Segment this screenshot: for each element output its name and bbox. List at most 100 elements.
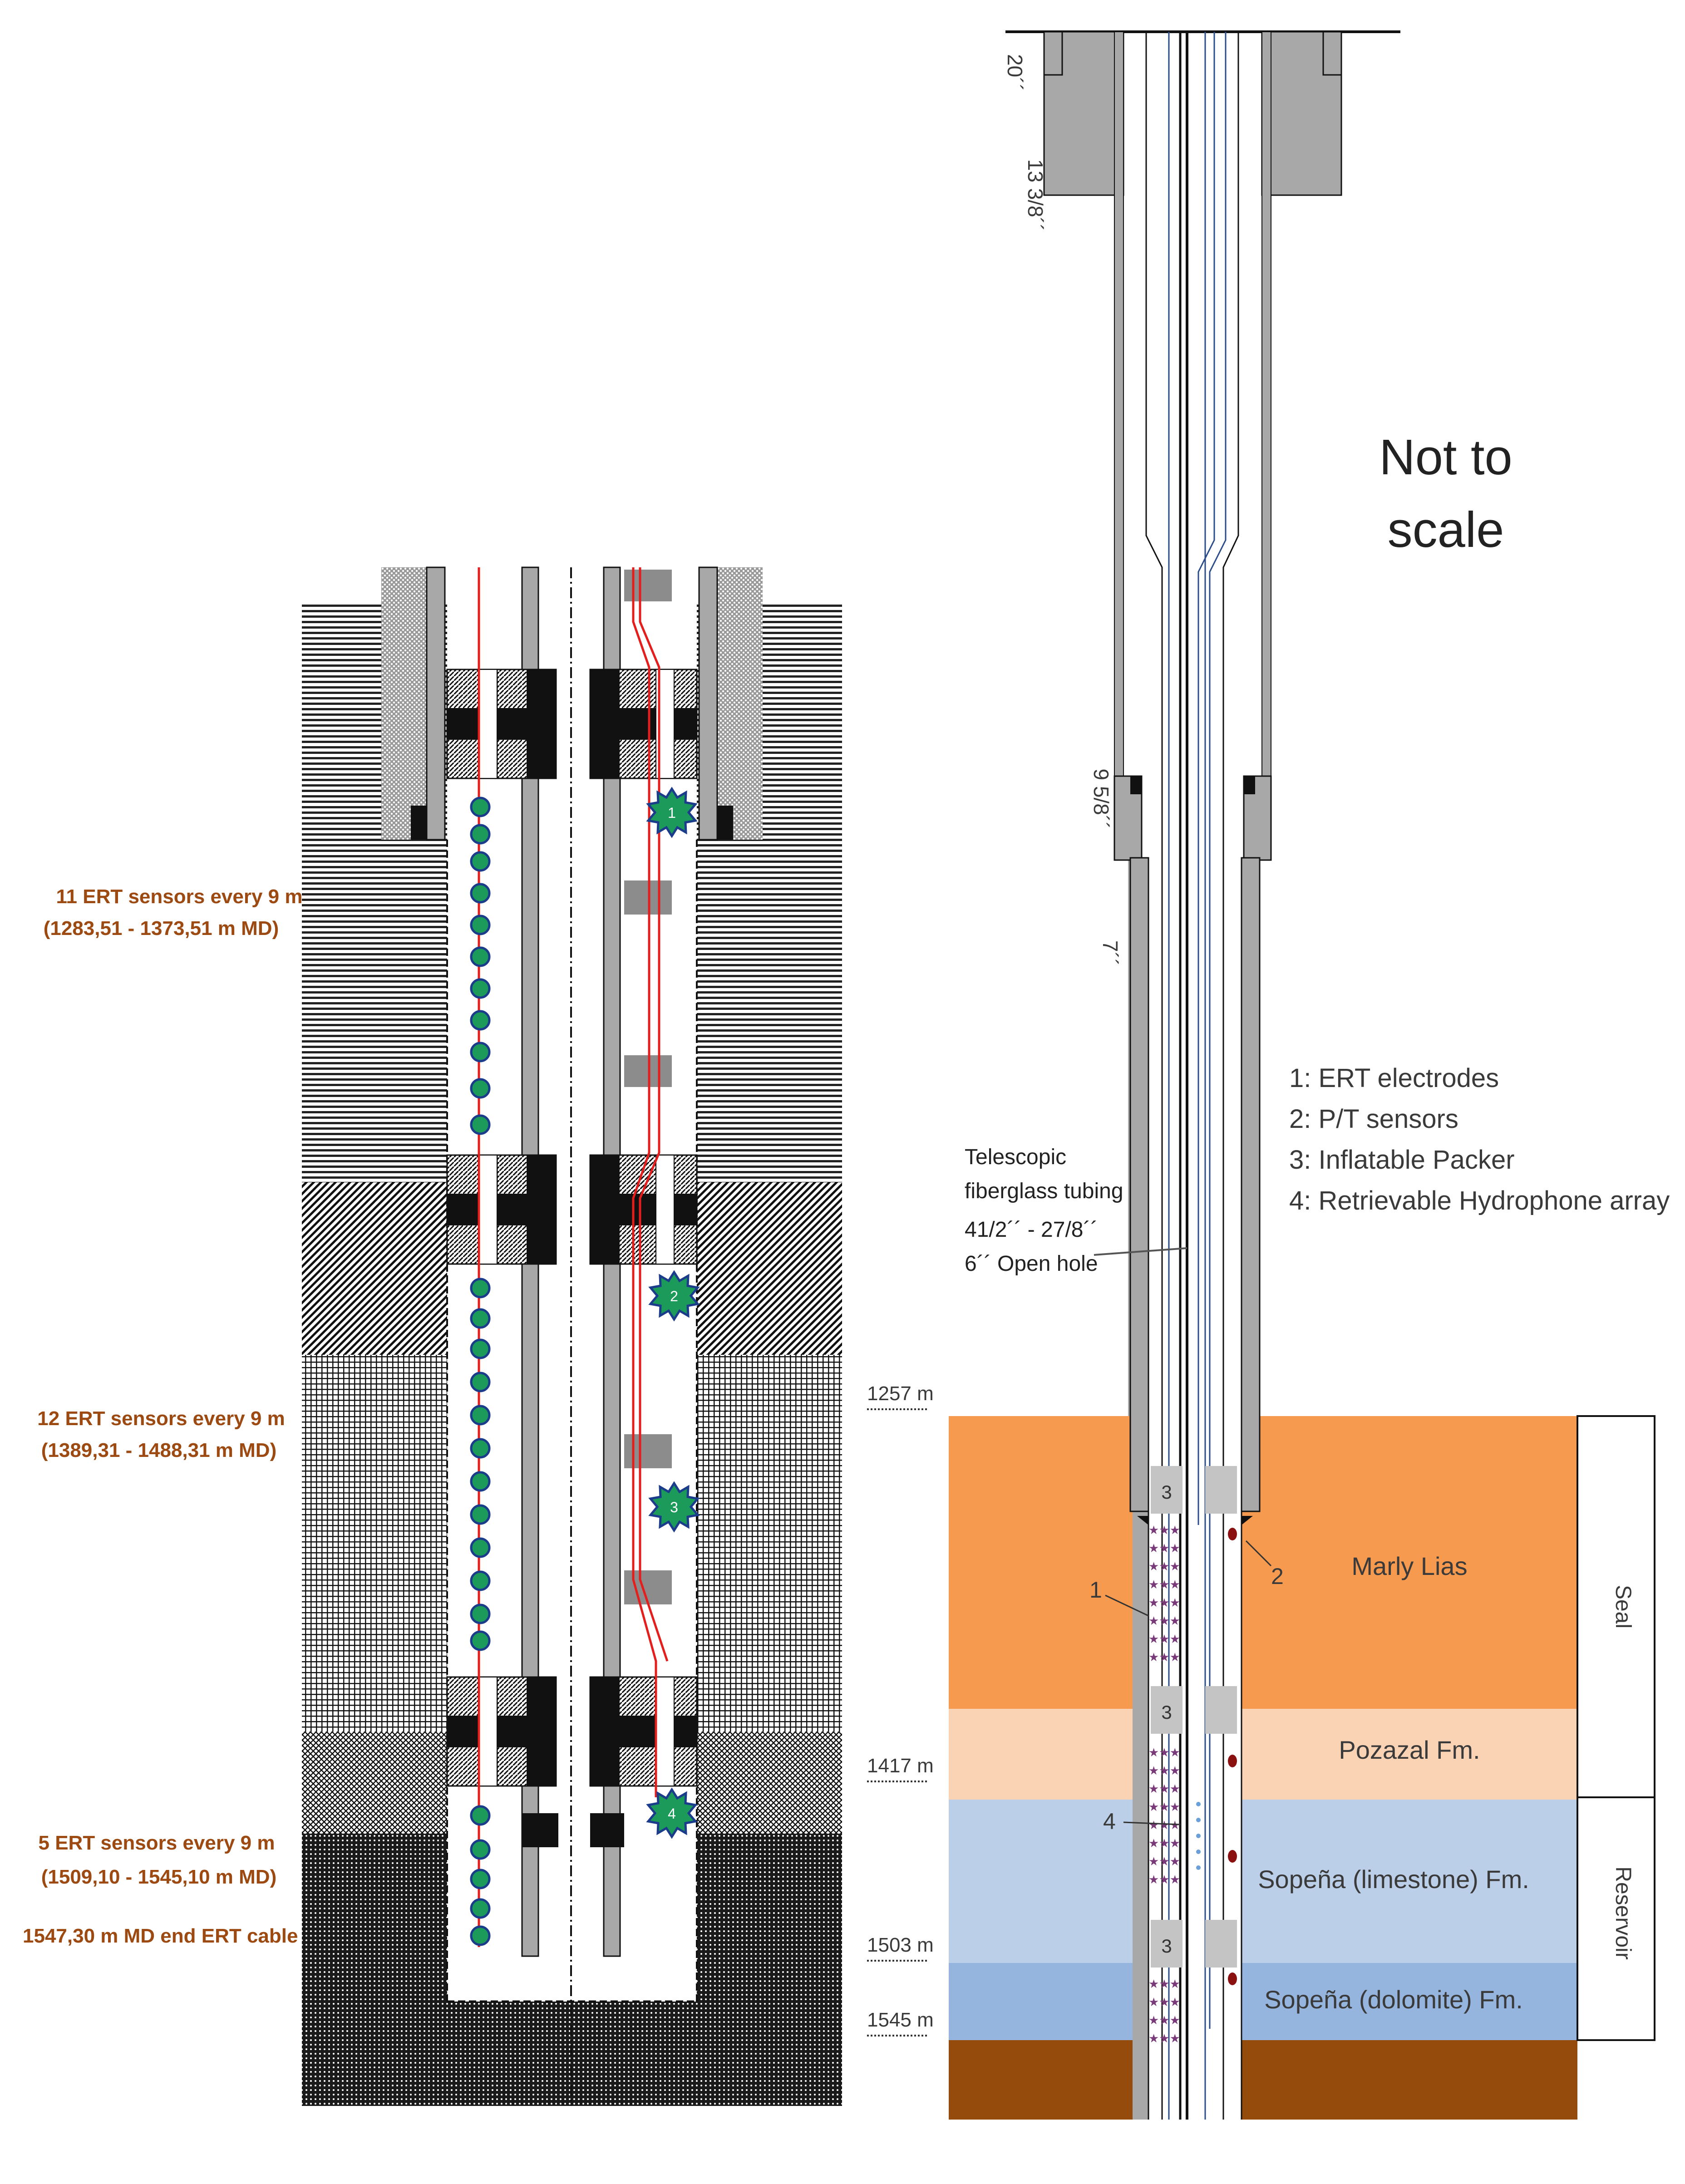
depth-label-1257: 1257 m [867,1382,934,1405]
hydrophone [1196,1865,1201,1870]
casing-label-13-3-8: 13 3/8´´ [1024,159,1047,231]
control-line [1197,32,1215,1525]
hydrophone-array [1196,1802,1201,1870]
ert-label-2-line2: (1389,31 - 1488,31 m MD) [41,1439,277,1461]
legend-item: 3: Inflatable Packer [1289,1145,1515,1175]
pt-sensor [1228,1972,1237,1985]
ert-sensor [470,946,491,967]
legend-item: 4: Retrievable Hydrophone array [1289,1186,1670,1215]
packer-2: 3 [1151,1686,1237,1734]
packer-3: 3 [1151,1920,1237,1968]
mid-casing-right [1261,31,1271,786]
casing-label-7: 7´´ [1099,940,1122,966]
not-to-scale-line1: Not to [1379,429,1512,485]
formation-layer-sopena-limestone [949,1800,1577,1963]
ert-electrode: ★★★ [1148,2013,1180,2027]
casing-label-9-5-8: 9 5/8´´ [1089,769,1113,829]
ert-sensor [470,1898,491,1919]
gauge-block [624,1434,672,1468]
ert-sensor [470,851,491,872]
ert-sensor [470,1405,491,1426]
marker-number: 1 [668,805,676,821]
ert-sensor [470,1078,491,1099]
casing-left [426,566,446,841]
ert-sensor-array-1 [470,797,491,1135]
ert-electrode: ★★★ [1148,1632,1180,1646]
ert-label-3-line1: 5 ERT sensors every 9 m [39,1832,275,1854]
gauge-block [624,1570,672,1604]
ert-electrode: ★★★ [1148,1523,1180,1537]
tubing-label-line: 41/2´´ - 27/8´´ [965,1218,1098,1242]
hydrophone [1196,1802,1201,1806]
ert-electrodes: ★★★ ★★★ ★★★ ★★★ ★★★ ★★★ ★★★ ★★★ ★★★ ★★★ … [1148,1523,1180,2045]
marker-2: 2 [648,1270,700,1322]
tubing-label-line: Telescopic [965,1145,1066,1169]
callout-line-2 [1245,1540,1272,1567]
ert-electrode: ★★★ [1148,1995,1180,2009]
bottom-block-left [522,1813,558,1847]
ert-electrode: ★★★ [1148,1559,1180,1573]
hydrophone [1196,1834,1201,1838]
ert-sensor-array-2 [470,1278,491,1651]
pt-sensors [1228,1528,1237,1985]
ert-sensor [470,1630,491,1651]
control-line-1 [632,567,657,1797]
ert-label-3-line2: (1509,10 - 1545,10 m MD) [41,1866,277,1888]
cement-right [717,567,763,840]
marker-3: 3 [648,1481,700,1533]
tubing-label-leader [1094,1247,1187,1256]
ert-electrode: ★★★ [1148,1541,1180,1555]
callout-2: 2 [1271,1564,1284,1589]
right-schematic: 3 3 3 ★★★ ★★★ ★★★ ★★★ ★★★ ★★★ ★★★ ★★★ ★★… [867,30,1670,2120]
not-to-scale-line2: scale [1388,502,1504,558]
ert-electrode: ★★★ [1148,1650,1180,1664]
callout-1: 1 [1089,1577,1102,1603]
hydrophone [1196,1850,1201,1854]
formation-layer-bottom [949,2040,1577,2120]
formation-name-marly-lias: Marly Lias [1351,1552,1467,1580]
tubing-label: Telescopic fiberglass tubing 41/2´´ - 27… [965,1145,1123,1276]
ert-sensor [470,883,491,904]
formation-layer-pozazal [949,1709,1577,1800]
depth-label-1545: 1545 m [867,2009,934,2031]
ert-sensor [470,1839,491,1860]
packer-label: 3 [1161,1935,1172,1957]
ert-sensor [470,824,491,845]
ert-electrode: ★★★ [1148,2032,1180,2045]
inner-casing-right [1241,857,1261,1512]
ert-electrode: ★★★ [1148,1596,1180,1609]
ert-sensor [470,797,491,817]
star-marker [648,1481,700,1533]
casing-shoe-left [411,806,427,840]
gauge-block [624,570,672,601]
star-marker [646,787,698,838]
ert-electrode: ★★★ [1148,1800,1180,1814]
marker-number: 3 [670,1499,678,1515]
casing-label-20: 20´´ [1003,54,1027,91]
ert-electrode: ★★★ [1148,1578,1180,1591]
marker-number: 2 [670,1288,678,1304]
callout-line-1 [1105,1594,1149,1617]
ert-labels: 11 ERT sensors every 9 m (1283,51 - 1373… [23,885,303,1947]
casing-right [698,566,718,841]
formation-layer-marly-lias [949,1416,1577,1709]
left-schematic: 1 2 3 4 [302,566,842,2106]
pt-sensor [1228,1850,1237,1863]
formation-name-sopena-limestone: Sopeña (limestone) Fm. [1258,1865,1529,1894]
ert-sensor [470,1372,491,1392]
packer-group-3 [446,1676,698,1787]
ert-sensor [470,1042,491,1062]
legend: 1: ERT electrodes 2: P/T sensors 3: Infl… [1289,1063,1670,1215]
cement-left [381,567,427,840]
tubing-label-line: fiberglass tubing [965,1179,1123,1203]
control-line-2 [639,567,669,1662]
ert-sensor [470,1010,491,1031]
ert-sensor [470,1114,491,1135]
hydrophone [1196,1818,1201,1822]
ert-electrode: ★★★ [1148,1764,1180,1777]
star-marker [646,1787,698,1839]
formation-layer-sopena-dolomite [949,1963,1577,2040]
tubing-line [1145,32,1163,2120]
ert-electrode: ★★★ [1148,1873,1180,1886]
